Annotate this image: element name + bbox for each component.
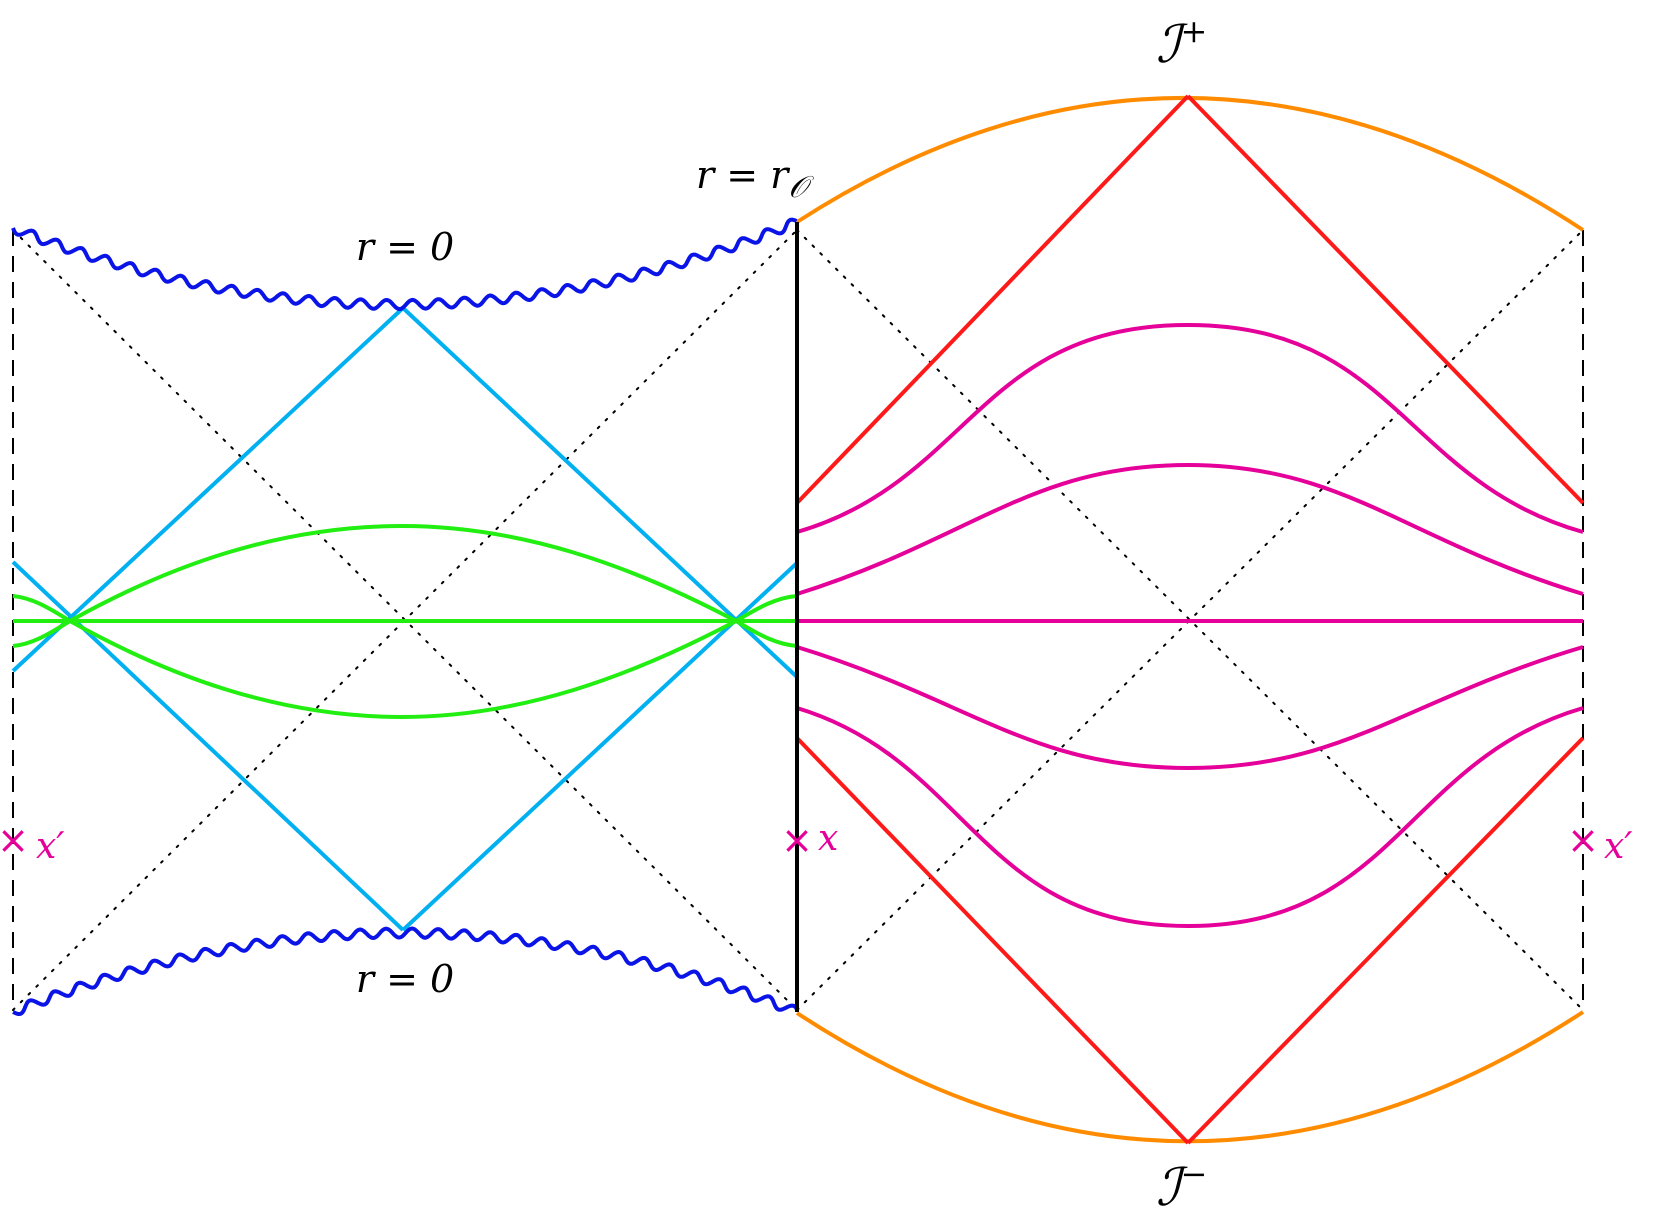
point-x-prime-right: × x′ [1567, 818, 1632, 867]
light-ray [11, 560, 405, 932]
point-x: × x [781, 818, 838, 862]
singularity-top [11, 217, 798, 311]
geodesic-end-left-lower [12, 619, 72, 648]
label-r-O-sub: 𝒪 [788, 170, 814, 205]
light-ray [401, 306, 799, 679]
singularities [11, 217, 800, 1016]
point-x-prime-left: × x′ [0, 818, 64, 867]
geodesic [796, 645, 1584, 771]
label-scri-minus-sup: − [1180, 1155, 1207, 1193]
singularity-bottom [12, 926, 800, 1016]
label-scri-plus: ℐ+ [1156, 12, 1207, 75]
geodesic-end-left-upper [12, 594, 72, 623]
boundary-arc-bottom [795, 1010, 1585, 1144]
label-x: x [818, 818, 838, 859]
light-ray [1186, 94, 1585, 505]
geodesic [796, 706, 1584, 929]
geodesic-upper [69, 523, 737, 623]
right-geodesics [796, 322, 1584, 929]
geodesic-lower [69, 619, 737, 720]
light-ray [11, 306, 405, 673]
light-ray [795, 736, 1190, 1145]
label-r-O-main: r = r [696, 153, 791, 197]
boundary-arc-top [795, 96, 1585, 232]
right-light-rays [795, 94, 1585, 1145]
geodesic-end-right-upper [735, 594, 798, 623]
label-x-prime-right: x′ [1604, 826, 1632, 867]
cross-icon: × [781, 818, 813, 862]
label-x-prime-left: x′ [36, 826, 64, 867]
label-r-equals-r-O: r = r𝒪 [696, 153, 814, 205]
geodesic-end-right-lower [735, 619, 798, 648]
label-scri-minus: ℐ− [1156, 1155, 1207, 1218]
label-r-zero-top: r = 0 [356, 225, 454, 269]
geodesic [796, 322, 1584, 534]
geodesic [796, 462, 1584, 596]
cross-icon: × [0, 818, 29, 862]
label-r-zero-bottom: r = 0 [356, 957, 454, 1001]
cross-icon: × [1567, 818, 1599, 862]
left-geodesics [12, 523, 798, 720]
label-scri-plus-sup: + [1180, 12, 1207, 50]
light-ray [1186, 736, 1585, 1145]
light-ray [795, 94, 1190, 505]
